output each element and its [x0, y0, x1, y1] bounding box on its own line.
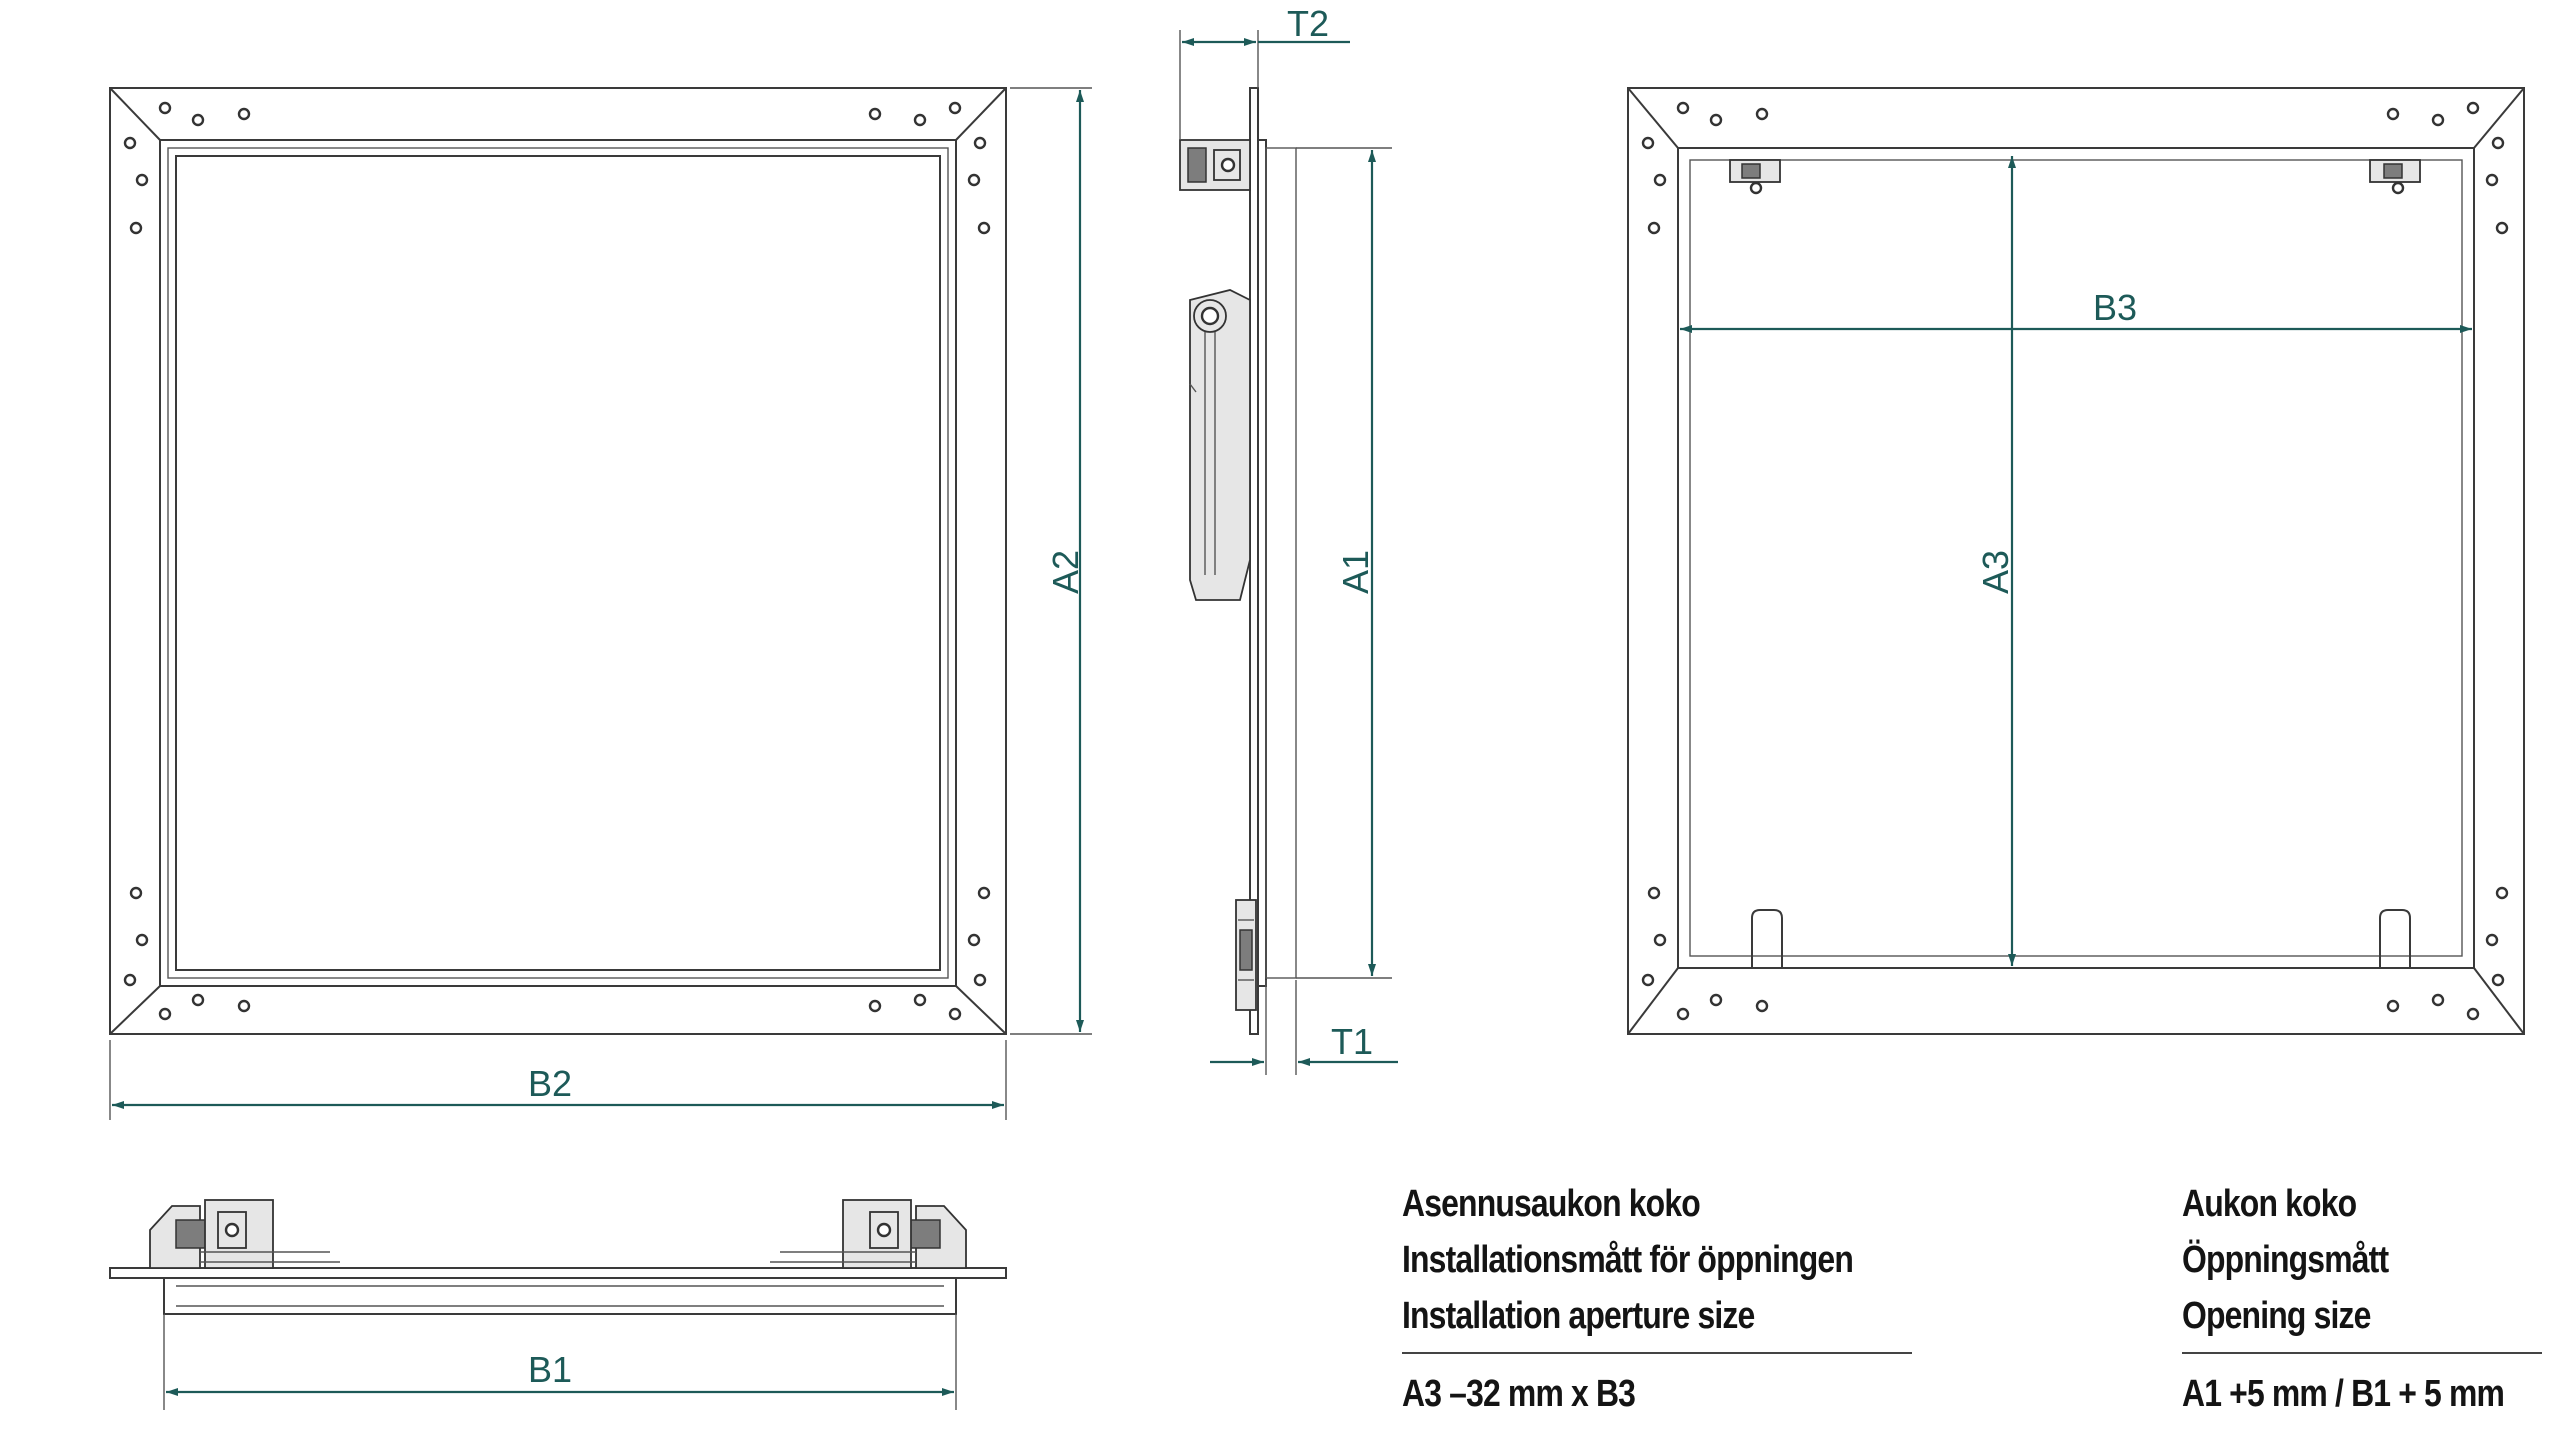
t2-label: T2	[1287, 3, 1329, 44]
back-panel	[1689, 159, 2463, 957]
front-outer-frame	[109, 87, 1007, 1035]
front-view: A2 B2	[109, 87, 1092, 1120]
a1-label: A1	[1335, 550, 1376, 594]
side-panel-edge	[1257, 139, 1267, 987]
installation-caption-line1: Asennusaukon koko	[1402, 1183, 1701, 1225]
side-top-hinge	[1179, 139, 1251, 191]
installation-caption-line3: Installation aperture size	[1402, 1295, 1755, 1337]
side-arm-mechanism	[1189, 289, 1251, 601]
installation-divider	[1402, 1352, 1912, 1354]
a2-label: A2	[1045, 550, 1086, 594]
side-panel-back	[1265, 147, 1297, 979]
b3-label: B3	[2093, 287, 2137, 328]
side-view: T2 A1 T1	[1179, 3, 1398, 1075]
section-frame-flange	[109, 1267, 1007, 1279]
opening-caption-line2: Öppningsmått	[2182, 1239, 2389, 1281]
t1-label: T1	[1331, 1021, 1373, 1062]
back-top-hinges	[1729, 159, 2421, 195]
side-frame-flange	[1249, 87, 1259, 1035]
installation-formula: A3 –32 mm x B3	[1402, 1373, 1636, 1415]
opening-caption-line3: Opening size	[2182, 1295, 2371, 1337]
section-left-hinge	[149, 1199, 340, 1269]
a3-label: A3	[1975, 550, 2016, 594]
front-screw-holes	[123, 101, 991, 1021]
section-right-hinge	[770, 1199, 967, 1269]
front-miter-tl	[109, 87, 161, 141]
back-screw-holes	[1641, 101, 2509, 1021]
back-bottom-latches	[1751, 909, 2411, 968]
opening-caption-line1: Aukon koko	[2182, 1183, 2357, 1225]
section-panel	[163, 1277, 957, 1315]
opening-divider	[2182, 1352, 2542, 1354]
front-gasket	[167, 147, 949, 979]
b1-label: B1	[528, 1349, 572, 1390]
front-miter-br	[955, 985, 1007, 1035]
back-view: B3 A3	[1627, 87, 2525, 1035]
side-bottom-hinge	[1235, 899, 1257, 1011]
opening-formula: A1 +5 mm / B1 + 5 mm	[2182, 1373, 2505, 1415]
front-inner-frame	[159, 139, 957, 987]
front-panel	[175, 155, 941, 971]
section-view: B1	[109, 1199, 1007, 1410]
b2-label: B2	[528, 1063, 572, 1104]
front-miter-bl	[109, 985, 161, 1035]
back-outer-frame	[1627, 87, 2525, 1035]
front-miter-tr	[955, 87, 1007, 141]
installation-caption-line2: Installationsmått för öppningen	[1402, 1239, 1854, 1281]
